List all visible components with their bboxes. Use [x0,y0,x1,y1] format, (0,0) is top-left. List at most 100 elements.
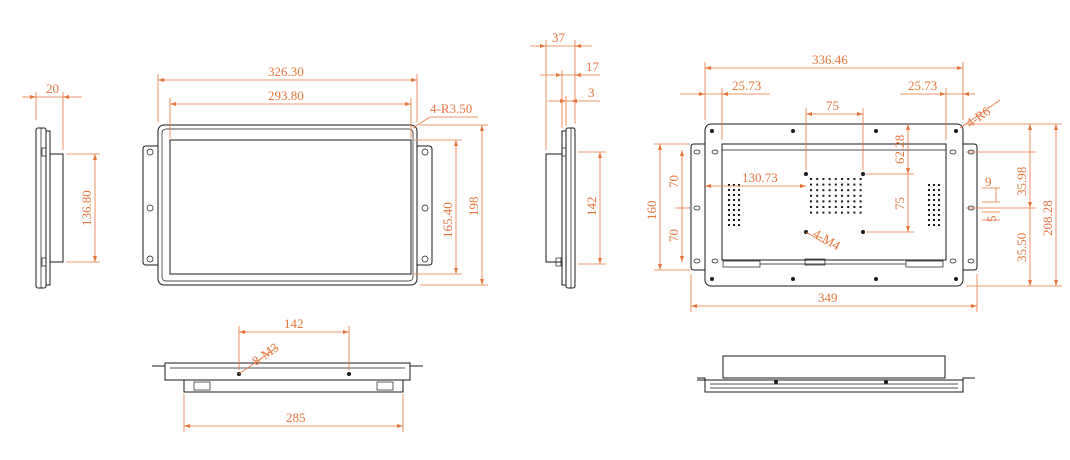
vent-hole [738,219,740,221]
vent-hole [859,211,862,214]
front-view: 326.30 293.80 4-R3.50 165.40 198 [142,64,488,286]
rear-ear-slot-height-label: 5 [984,216,999,223]
vent-hole [733,219,735,221]
vent-grid-right [928,184,940,226]
vent-hole [810,194,812,197]
vent-hole [933,199,935,201]
vent-hole [834,200,837,203]
vent-hole [810,211,812,214]
vent-hole [810,178,812,180]
vent-hole [834,211,837,214]
vent-grid-center [810,178,862,214]
front-outer-height-label: 198 [466,197,481,217]
vent-hole [841,200,843,203]
vent-hole [933,219,935,221]
vent-hole [834,189,837,192]
vent-hole [841,211,843,214]
vent-hole [928,224,930,226]
vent-hole [738,194,740,196]
vent-hole [933,189,935,191]
vent-hole [816,189,819,192]
vent-hole [859,194,862,197]
vent-hole [728,219,730,221]
vent-hole [728,194,730,196]
vent-hole [847,206,850,208]
vent-hole [928,199,930,201]
vent-hole [828,211,831,214]
vent-hole [834,183,837,186]
vent-hole [728,189,730,191]
left-thickness-label: 20 [46,81,59,96]
vent-hole [738,209,740,211]
vent-hole [733,194,735,196]
rear-ear-pitch-upper-label: 70 [666,175,681,188]
vent-hole [847,178,850,180]
vent-hole [853,206,856,208]
rear-ear-span-label: 160 [644,201,659,221]
vent-hole [933,209,935,211]
vent-hole [810,200,812,203]
vent-hole [828,206,831,208]
vent-hole [853,211,856,214]
vent-hole [822,178,825,180]
vent-hole [822,189,825,192]
rear-offset-right-label: 25.73 [908,78,937,93]
vent-hole [828,178,831,180]
vent-hole [728,184,730,186]
vent-hole [933,224,935,226]
right-rear-depth-label: 17 [586,59,600,74]
vent-grid-left [728,184,740,226]
vent-hole [841,178,843,180]
vent-hole [938,224,940,226]
front-screen-height-label: 165.40 [440,202,455,238]
vent-hole [816,178,819,180]
vent-hole [933,184,935,186]
right-bezel-depth-label: 3 [588,85,595,100]
vent-hole [738,189,740,191]
vent-hole [828,194,831,197]
vent-hole [853,194,856,197]
rear-bracket-width-label: 349 [818,290,838,305]
front-corner-radius-label: 4-R3.50 [430,101,472,116]
vent-hole [933,204,935,206]
vent-hole [828,189,831,192]
rear-vesa-top-label: 62.28 [892,135,907,164]
vent-hole [733,199,735,201]
vent-hole [853,183,856,186]
vent-hole [859,206,862,208]
right-side-view: 37 17 3 142 [530,30,606,289]
vent-hole [733,209,735,211]
rear-ear-pitch-lower-label: 70 [666,229,681,242]
vent-hole [841,189,843,192]
vent-hole [933,214,935,216]
vent-hole [728,209,730,211]
vent-hole [810,206,812,208]
vent-hole [847,189,850,192]
rear-total-height-label: 208.28 [1040,200,1055,236]
vent-hole [822,183,825,186]
vent-hole [938,214,940,216]
vent-hole [847,194,850,197]
bottom-base-width-label: 285 [286,410,306,425]
vent-hole [834,178,837,180]
vent-hole [853,178,856,180]
rear-vesa-left-label: 130.73 [742,170,778,185]
vent-hole [728,204,730,206]
front-outer-width-label: 326.30 [268,64,304,79]
vent-hole [847,211,850,214]
rear-vesa-vertical-label: 75 [892,197,907,210]
right-hole-span-label: 142 [584,197,599,217]
rear-vesa-screw-label: 4-M4 [811,226,844,254]
vent-hole [928,184,930,186]
vent-hole [738,199,740,201]
vent-hole [816,200,819,203]
vent-hole [928,209,930,211]
vent-hole [859,178,862,180]
bottom-view-left: 142 8-M3 285 [152,316,423,432]
vent-hole [938,194,940,196]
vent-hole [822,211,825,214]
vent-hole [738,204,740,206]
vent-hole [834,194,837,197]
rear-ear-upper-label: 35.98 [1014,167,1029,196]
